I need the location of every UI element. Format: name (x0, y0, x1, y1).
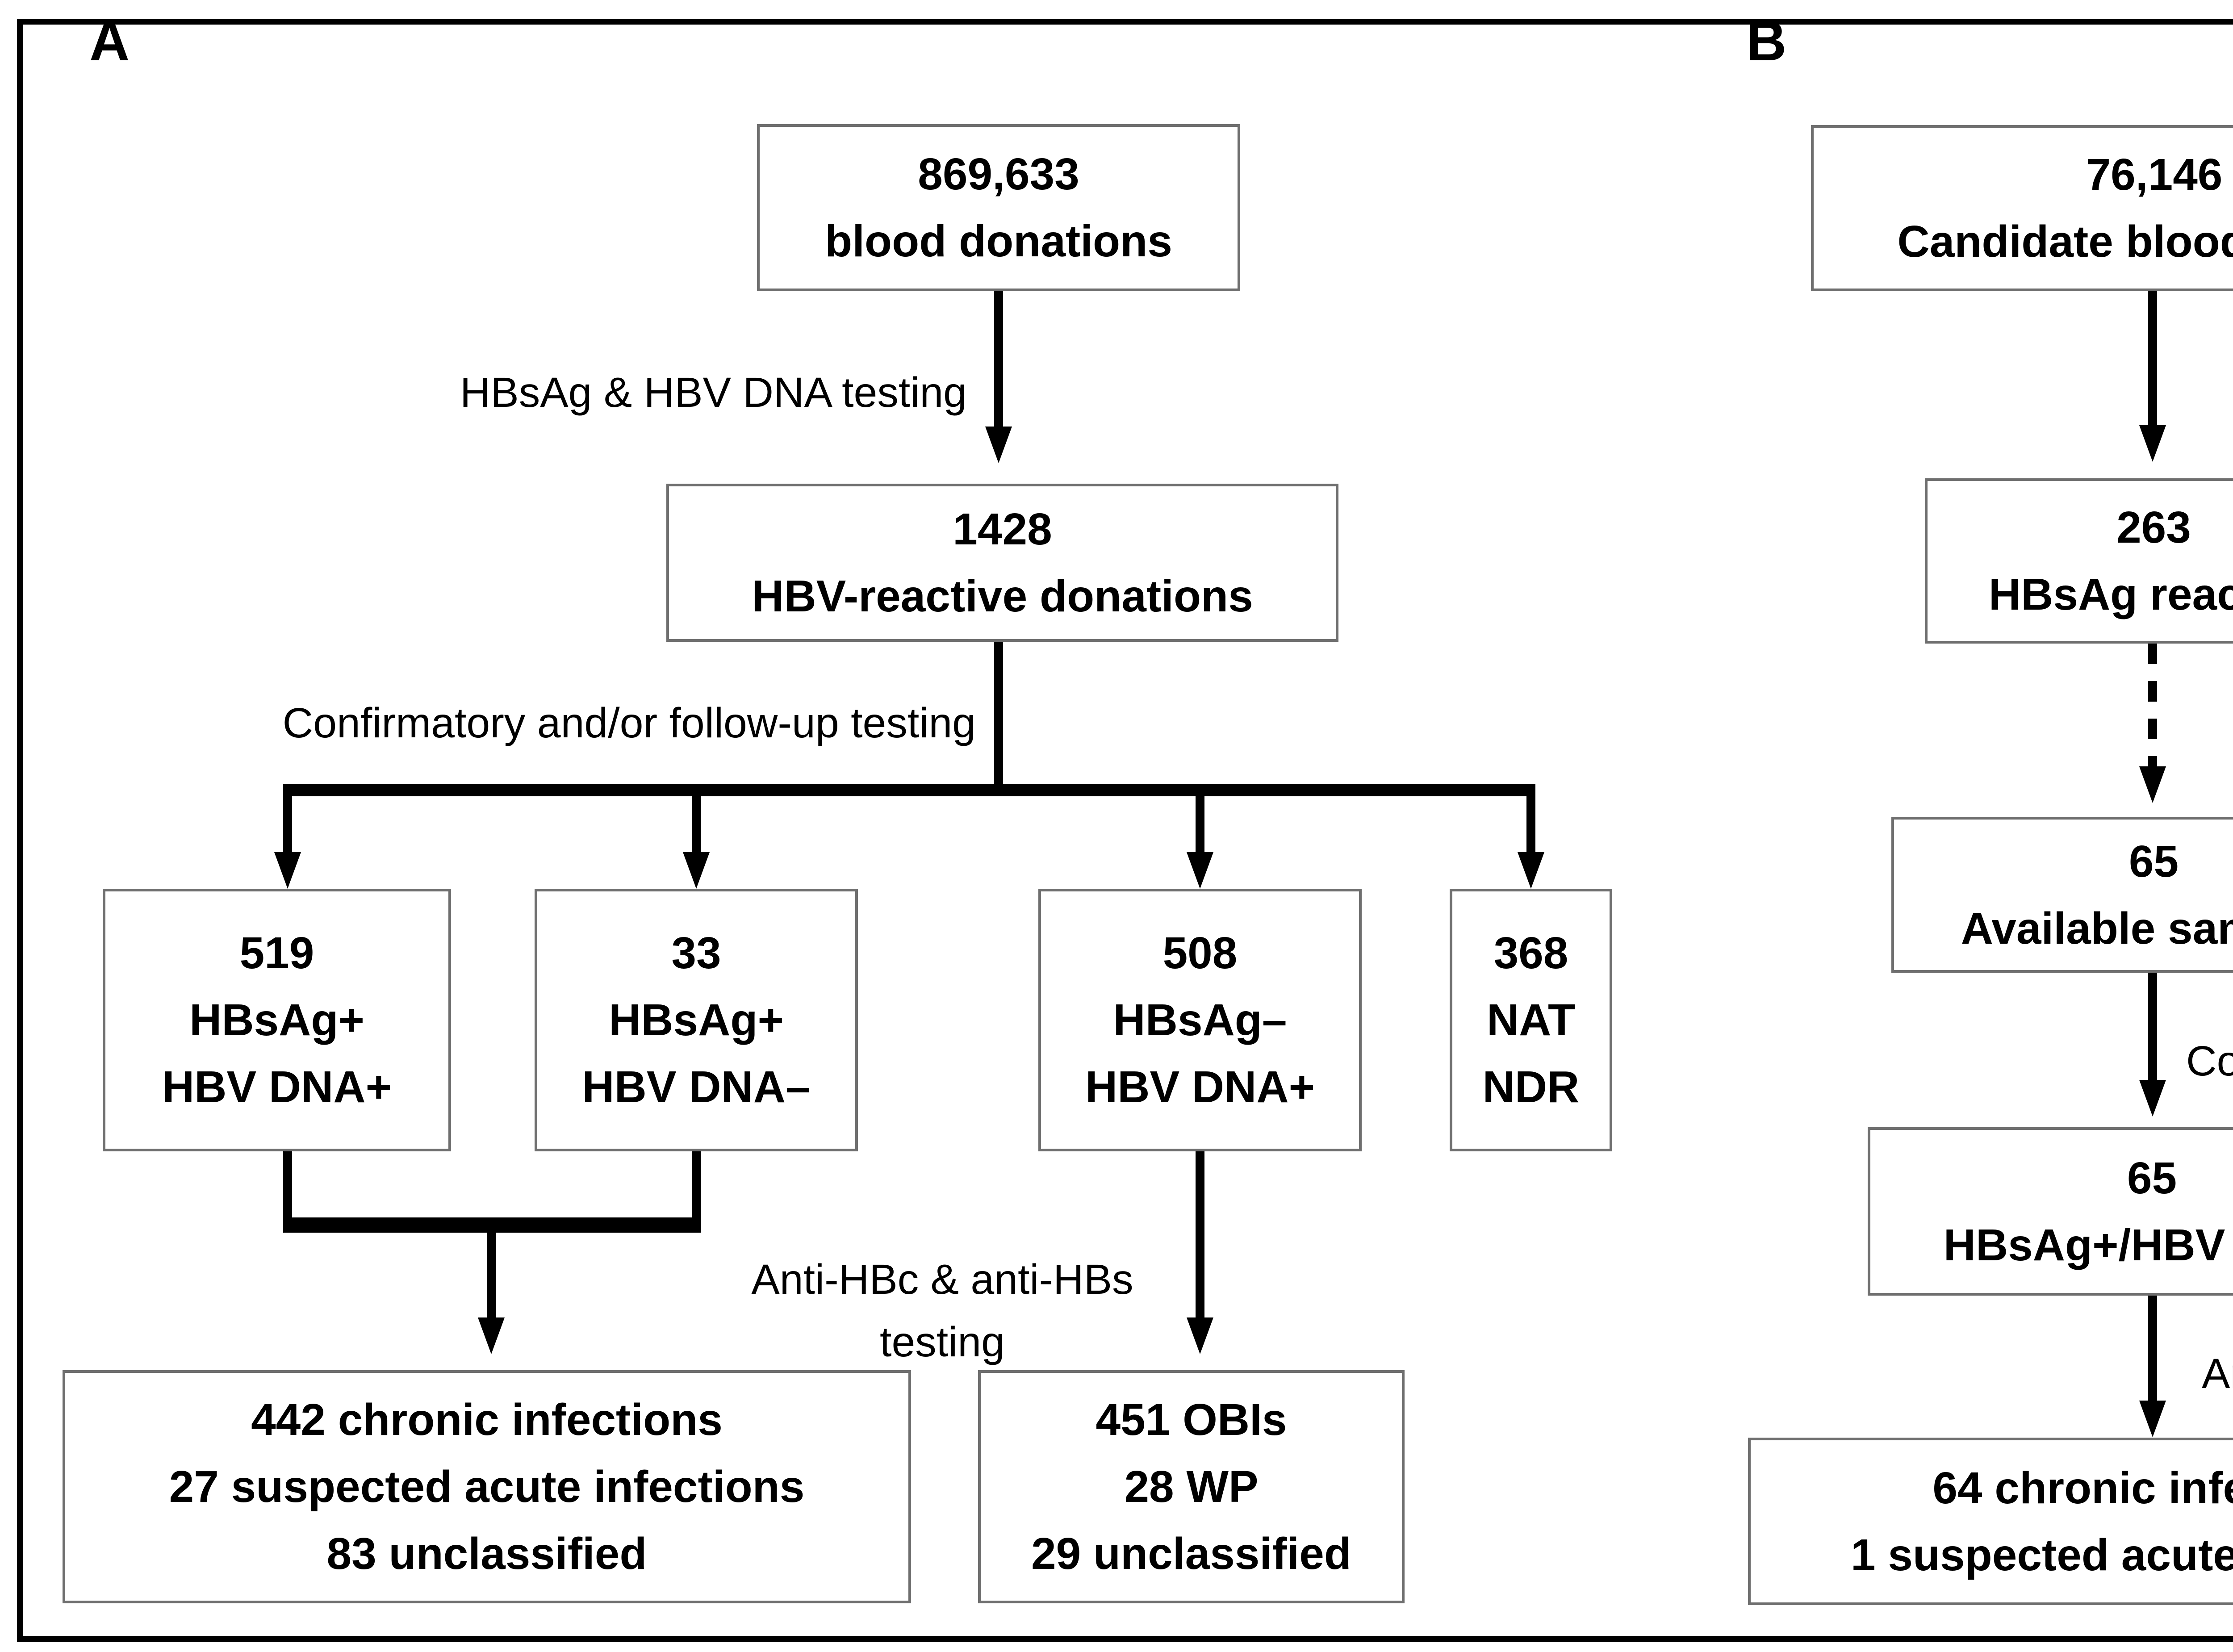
node-candidate-count: 76,146 (2086, 150, 2223, 200)
obi-arrow-stem (1196, 1151, 1204, 1317)
merge-arrow-stem (487, 1233, 496, 1317)
node-blood-donations-count: 869,633 (918, 149, 1079, 199)
branch-arrow-4-stem (1526, 796, 1535, 852)
arrow-b3-stem (2148, 973, 2157, 1080)
label-antihbc-antihbs-testing-b: Anti-HBc & anti-HBs testing (2202, 1350, 2233, 1397)
node-obi-outcomes: 451 OBIs 28 WP 29 unclassified (978, 1370, 1405, 1603)
merge-arrow-head (478, 1317, 505, 1354)
node-65b-text: HBsAg+/HBV DNA+ (1943, 1220, 2233, 1270)
label-antihbc-line1: Anti-HBc & anti-HBs (751, 1256, 1133, 1303)
node-hbsag-pos-dna-neg: 33 HBsAg+ HBV DNA– (535, 889, 858, 1151)
label-predonation-line1: HBsAg pre-donation testing (2184, 336, 2233, 397)
node-blood-donations-text: blood donations (825, 216, 1172, 266)
branch-arrow-1-head (274, 852, 301, 889)
dashed-arrow-head (2139, 766, 2166, 803)
node-263-text: HBsAg reactive (1988, 569, 2233, 619)
arrow-a1-stem (994, 291, 1003, 427)
node-33-line3: HBV DNA– (582, 1062, 811, 1112)
arrow-b1-head (2139, 425, 2166, 462)
branch-arrow-4-head (1518, 852, 1544, 889)
node-available-samples: 65 Available samples (1891, 817, 2233, 973)
panel-b-label: B (1746, 10, 1787, 72)
node-confirmed-positive: 65 HBsAg+/HBV DNA+ (1868, 1127, 2233, 1296)
node-442-line2: 27 suspected acute infections (169, 1462, 805, 1512)
obi-arrow-head (1187, 1317, 1213, 1354)
node-hbv-reactive-count: 1428 (953, 504, 1052, 554)
node-451-line1: 451 OBIs (1096, 1395, 1287, 1445)
node-chronic-outcomes: 442 chronic infections 27 suspected acut… (63, 1370, 911, 1603)
node-368-count: 368 (1493, 928, 1568, 978)
label-confirmatory-testing: Confirmatory testing (2186, 1037, 2233, 1085)
node-65a-text: Available samples (1961, 903, 2233, 954)
arrow-b1-stem (2148, 291, 2157, 425)
node-519-count: 519 (239, 928, 314, 978)
node-263-count: 263 (2116, 502, 2191, 552)
label-confirmatory-followup-testing: Confirmatory and/or follow-up testing (282, 699, 976, 747)
node-hbv-reactive-donations: 1428 HBV-reactive donations (666, 484, 1338, 642)
branch-bar (283, 784, 1535, 796)
node-442-line1: 442 chronic infections (251, 1395, 723, 1445)
label-hbsag-hbv-dna-testing: HBsAg & HBV DNA testing (460, 369, 967, 416)
label-antihbc-antihbs-testing-a: Anti-HBc & anti-HBs testing (706, 1248, 1179, 1373)
node-508-count: 508 (1162, 928, 1238, 978)
node-368-line2: NAT (1486, 995, 1576, 1045)
node-candidate-text: Candidate blood donors (1897, 217, 2233, 267)
node-hbsag-neg-dna-pos: 508 HBsAg– HBV DNA+ (1038, 889, 1362, 1151)
merge-bar (283, 1217, 701, 1233)
node-519-line2: HBsAg+ (189, 995, 364, 1045)
arrow-a1-head (985, 427, 1012, 463)
node-64-line1: 64 chronic infections (1932, 1463, 2233, 1513)
arrow-b3-head (2139, 1080, 2166, 1117)
branch-trunk-line (994, 642, 1003, 784)
node-368-line3: NDR (1482, 1062, 1580, 1112)
merge-left-line (283, 1151, 292, 1217)
node-hbsag-pos-dna-pos: 519 HBsAg+ HBV DNA+ (103, 889, 451, 1151)
node-508-line2: HBsAg– (1113, 995, 1287, 1045)
branch-arrow-2-head (683, 852, 710, 889)
dashed-arrow-stem (2148, 644, 2157, 766)
node-candidate-donors: 76,146 Candidate blood donors (1811, 125, 2233, 291)
label-antihbc-line2: testing (880, 1318, 1005, 1366)
node-33-count: 33 (671, 928, 721, 978)
branch-arrow-3-head (1187, 852, 1213, 889)
branch-arrow-1-stem (283, 796, 292, 852)
node-519-line3: HBV DNA+ (162, 1062, 392, 1112)
label-predonation-testing: HBsAg pre-donation testing (rapid test) (2184, 336, 2233, 459)
branch-arrow-2-stem (692, 796, 701, 852)
node-hbsag-reactive: 263 HBsAg reactive (1925, 478, 2233, 644)
node-33-line2: HBsAg+ (609, 995, 784, 1045)
panel-a-label: A (89, 10, 130, 72)
node-508-line3: HBV DNA+ (1085, 1062, 1315, 1112)
node-64-line2: 1 suspected acute infections (1850, 1530, 2233, 1580)
node-nat-ndr: 368 NAT NDR (1450, 889, 1612, 1151)
node-451-line2: 28 WP (1124, 1462, 1259, 1512)
branch-arrow-3-stem (1196, 796, 1204, 852)
node-hbv-reactive-text: HBV-reactive donations (752, 571, 1253, 621)
arrow-b4-head (2139, 1401, 2166, 1437)
node-65a-count: 65 (2128, 836, 2179, 887)
arrow-b4-stem (2148, 1296, 2157, 1401)
node-65b-count: 65 (2127, 1153, 2177, 1203)
node-451-line3: 29 unclassified (1031, 1529, 1351, 1579)
merge-right-line (692, 1151, 701, 1217)
node-442-line3: 83 unclassified (326, 1529, 647, 1579)
node-b-outcomes: 64 chronic infections 1 suspected acute … (1748, 1438, 2233, 1605)
label-predonation-line2: (rapid test) (2184, 397, 2233, 459)
node-blood-donations: 869,633 blood donations (757, 124, 1240, 291)
